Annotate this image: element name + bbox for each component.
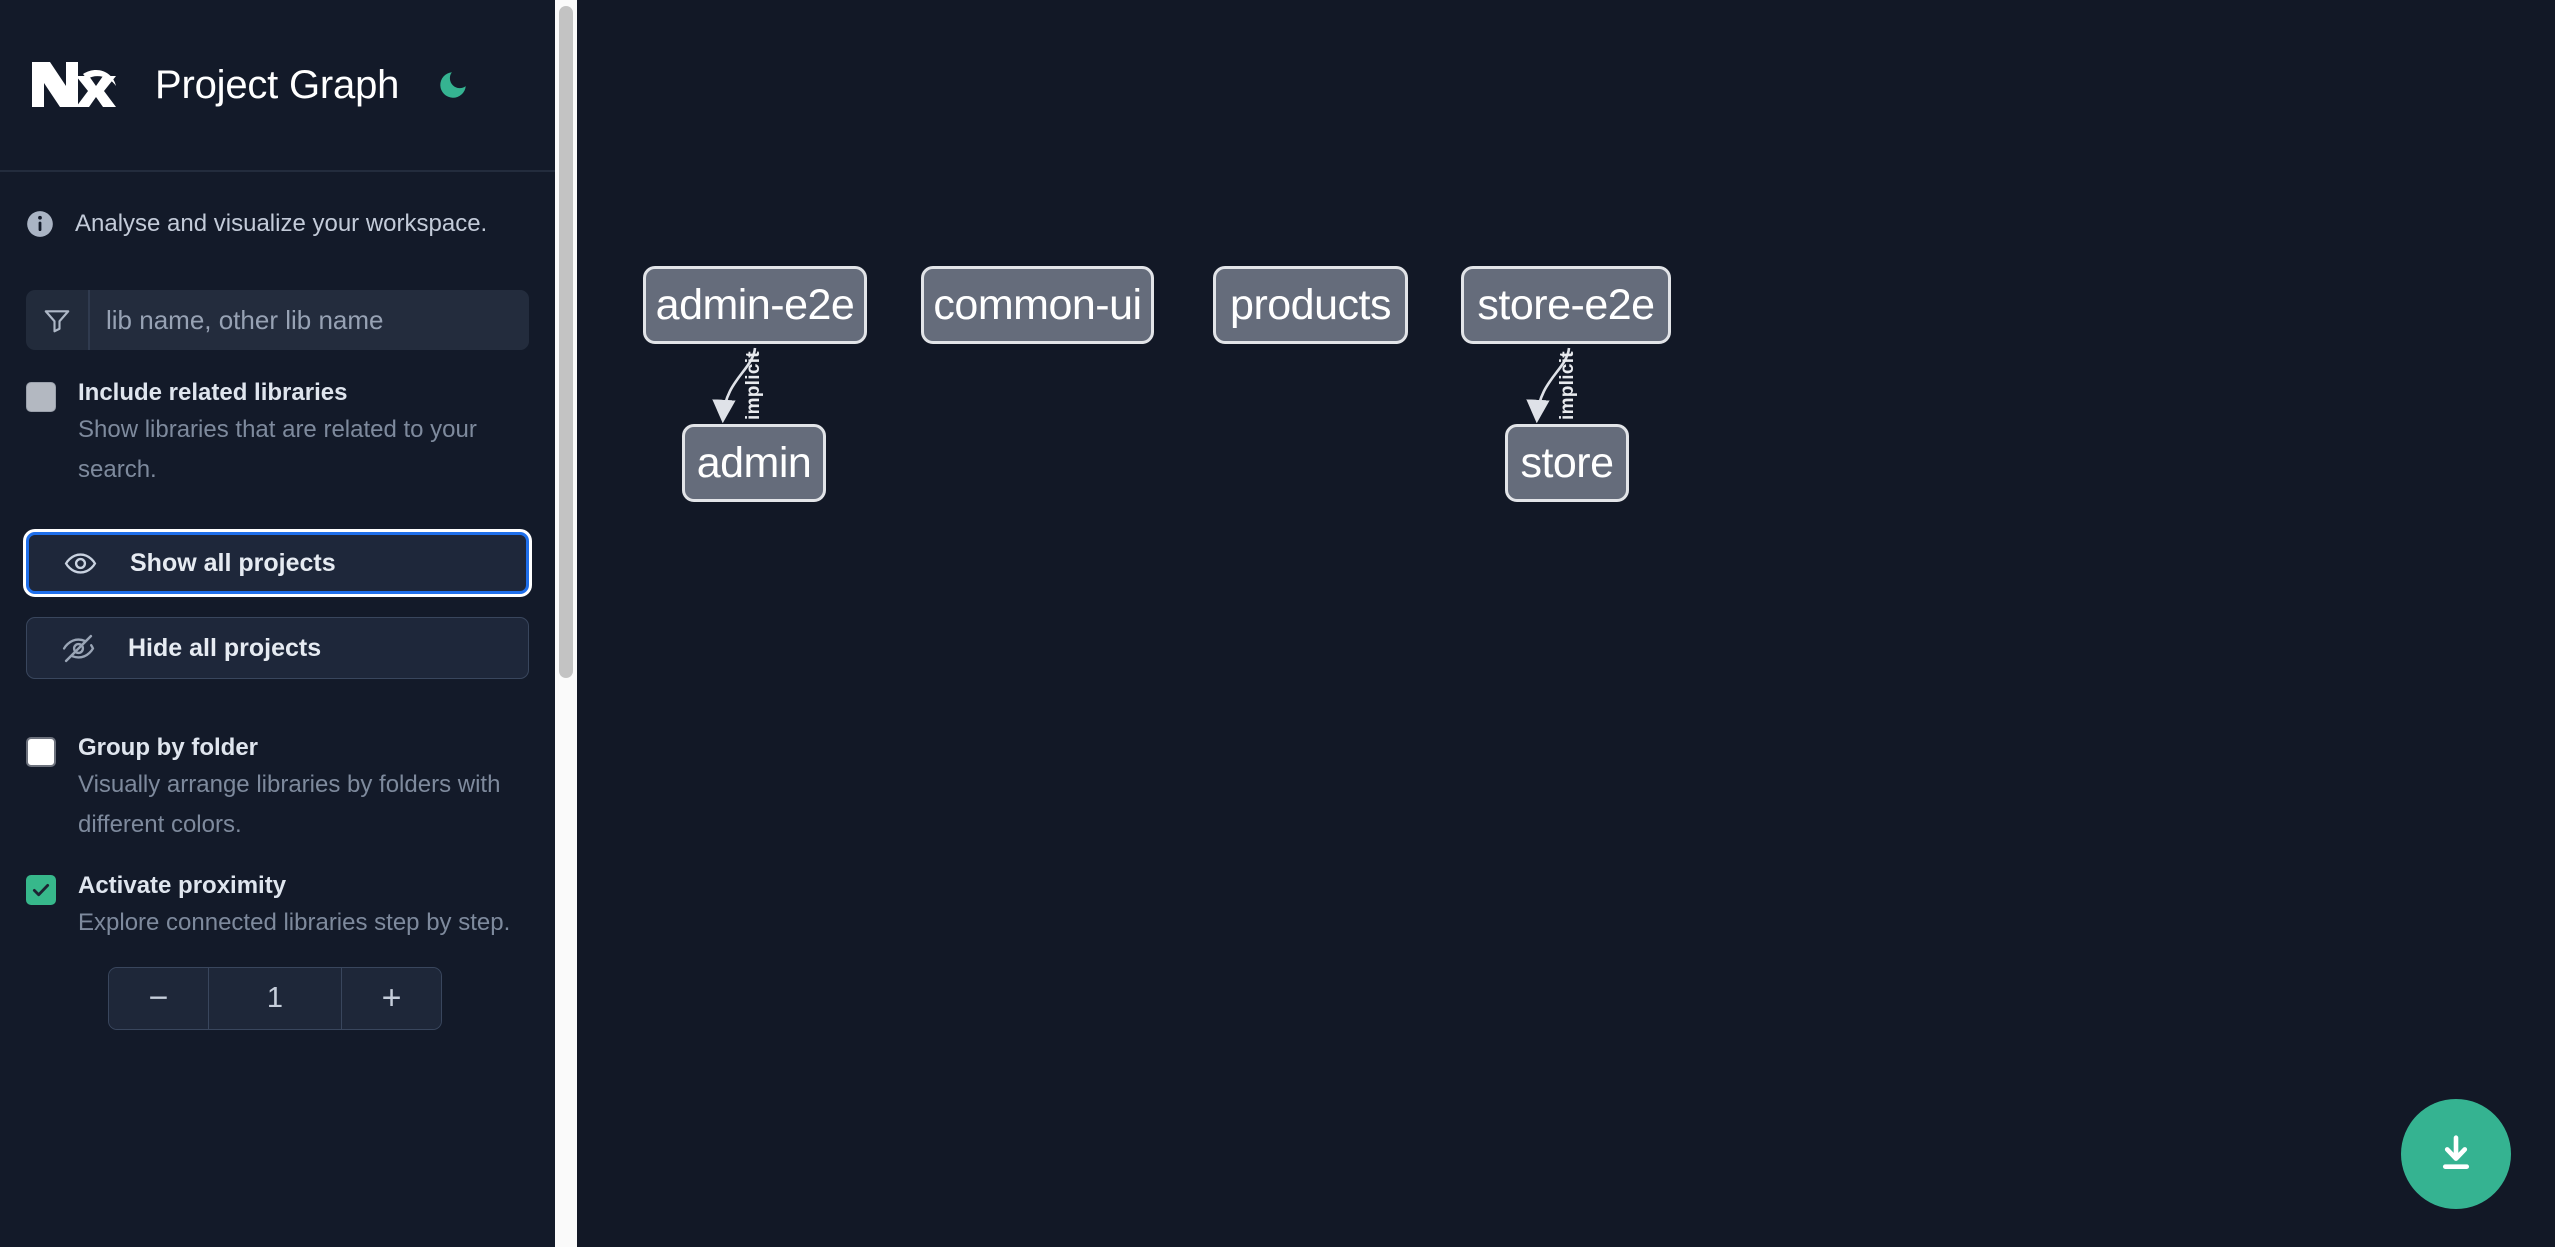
nx-logo-icon [32,62,116,107]
proximity-stepper: − 1 + [108,967,442,1030]
option-description: Visually arrange libraries by folders wi… [78,771,501,838]
edge-label-implicit-admin: implicit [743,351,764,420]
sidebar-scrollbar-thumb[interactable] [559,6,573,678]
tagline-text: Analyse and visualize your workspace. [75,210,488,237]
eye-off-icon [62,634,95,662]
filter-icon [26,290,90,350]
include-related-libraries-checkbox [26,382,56,412]
info-icon [27,211,53,237]
search-field[interactable] [26,290,529,350]
option-body: Include related libraries Show libraries… [78,376,523,490]
option-include-related-libraries[interactable]: Include related libraries Show libraries… [26,350,529,490]
group-by-folder-checkbox[interactable] [26,737,56,767]
tagline: Analyse and visualize your workspace. [0,207,555,241]
eye-icon [64,552,97,574]
show-all-projects-button[interactable]: Show all projects [26,532,529,594]
graph-node-admin[interactable]: admin [682,424,826,502]
activate-proximity-checkbox[interactable] [26,875,56,905]
sidebar-scrollbar-track[interactable] [555,0,577,1247]
option-group-by-folder[interactable]: Group by folder Visually arrange librari… [26,679,529,845]
sidebar-header: Project Graph [0,0,555,172]
search-input[interactable] [90,290,529,350]
graph-node-products[interactable]: products [1213,266,1408,344]
proximity-decrement-button[interactable]: − [109,968,209,1029]
option-title: Activate proximity [78,872,287,899]
graph-canvas[interactable]: implicit implicit admin-e2e common-ui pr… [577,0,2555,1247]
hide-all-projects-label: Hide all projects [128,633,322,662]
option-title: Include related libraries [78,379,348,406]
option-body: Activate proximity Explore connected lib… [78,869,510,943]
option-title: Group by folder [78,734,258,761]
moon-glyph [440,72,466,98]
sidebar: Project Graph Analyse and visualize your… [0,0,555,1247]
option-activate-proximity[interactable]: Activate proximity Explore connected lib… [26,845,529,943]
option-description: Show libraries that are related to your … [78,416,477,483]
graph-node-store-e2e[interactable]: store-e2e [1461,266,1671,344]
graph-node-admin-e2e[interactable]: admin-e2e [643,266,867,344]
page-title: Project Graph [155,62,400,107]
graph-node-store[interactable]: store [1505,424,1629,502]
proximity-value: 1 [266,982,284,1014]
download-icon [2442,1135,2470,1169]
option-description: Explore connected libraries step by step… [78,909,511,936]
hide-all-projects-button[interactable]: Hide all projects [26,617,529,679]
option-body: Group by folder Visually arrange librari… [78,731,523,845]
download-button[interactable] [2401,1099,2511,1209]
filter-glyph [44,310,70,333]
edge-label-implicit-store: implicit [1557,351,1578,420]
moon-icon[interactable] [432,64,474,106]
graph-node-common-ui[interactable]: common-ui [921,266,1154,344]
show-all-projects-label: Show all projects [130,548,336,577]
proximity-increment-button[interactable]: + [341,968,441,1029]
check-icon [32,884,50,897]
graph-edges [712,347,1571,424]
